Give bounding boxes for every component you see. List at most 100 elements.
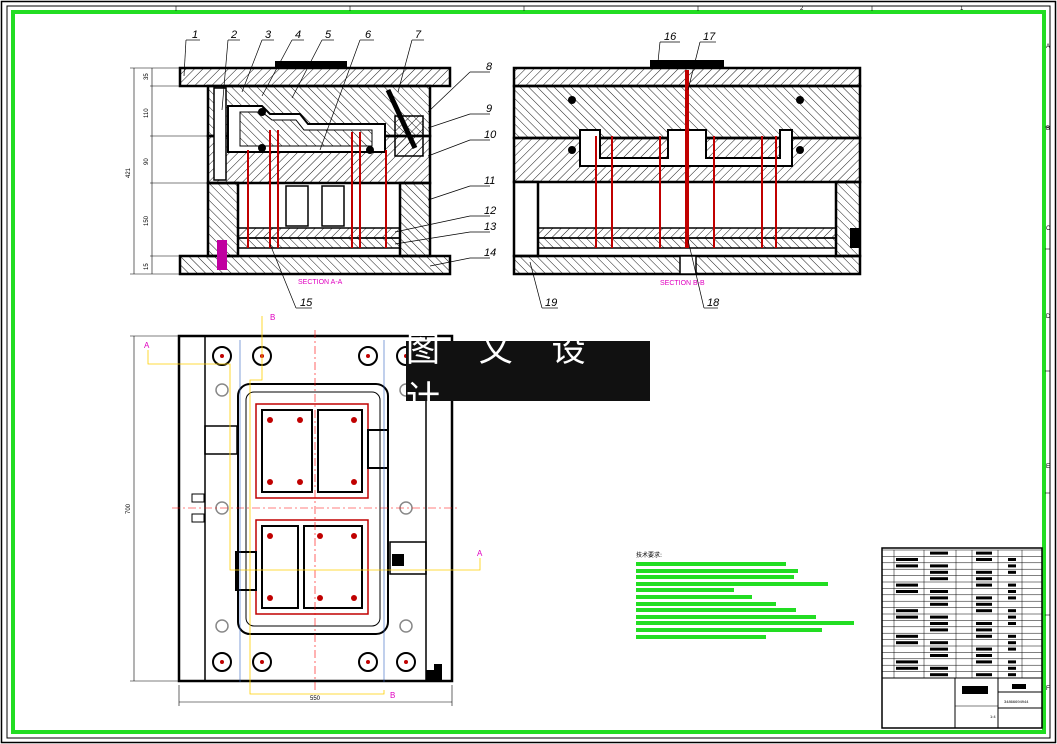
bom-cell xyxy=(930,647,948,651)
bom-cell xyxy=(930,602,948,606)
callout-16: 16 xyxy=(664,31,677,43)
section-marker-b-top: B xyxy=(270,313,275,322)
note-line xyxy=(636,608,796,613)
callout-14: 14 xyxy=(484,247,496,259)
bom-cell xyxy=(896,564,918,568)
section-a-a-view xyxy=(178,61,452,276)
section-marker-b-bottom: B xyxy=(390,691,395,700)
bom-cell xyxy=(976,558,992,561)
bom-cell xyxy=(896,583,918,587)
note-line xyxy=(636,594,752,599)
bom-cell xyxy=(896,615,918,619)
zone-frame xyxy=(6,5,1051,739)
dim-15: 15 xyxy=(144,263,150,270)
callout-leaders-a xyxy=(183,39,490,309)
zone-ticks xyxy=(175,6,1050,616)
green-frame xyxy=(11,10,1046,734)
callout-2: 2 xyxy=(230,29,237,41)
bom-cell xyxy=(976,602,992,606)
bom-cell xyxy=(976,583,992,587)
bom-cell xyxy=(976,660,992,664)
bom-cell xyxy=(1008,583,1016,587)
scale-value: 1:4 xyxy=(990,714,996,719)
callout-6: 6 xyxy=(365,29,372,41)
bom-cell xyxy=(976,551,992,555)
note-line xyxy=(636,627,822,632)
bom-cell xyxy=(930,590,948,593)
bom-cell xyxy=(896,641,918,645)
zone-number-2: 2 xyxy=(800,6,804,12)
bom-cell xyxy=(930,564,948,568)
bom-cell xyxy=(976,654,992,657)
bom-cell xyxy=(896,590,918,593)
bom-cell xyxy=(976,647,992,651)
callout-5: 5 xyxy=(325,29,332,41)
bom-cell xyxy=(1008,590,1016,593)
section-b-b-view xyxy=(512,60,862,276)
callout-11: 11 xyxy=(484,175,495,187)
bom-cell xyxy=(1008,647,1016,651)
zone-letter-d: D xyxy=(1046,314,1051,320)
section-marker-a-top: A xyxy=(144,341,150,350)
section-marker-a-right: A xyxy=(477,549,483,558)
notes-title: 技术要求: xyxy=(636,552,663,559)
bom-cell xyxy=(1008,564,1016,568)
bom-cell xyxy=(930,596,948,600)
bom-cell xyxy=(896,666,918,670)
dim-150: 150 xyxy=(144,215,150,226)
callout-3: 3 xyxy=(265,29,272,41)
bom-cell xyxy=(976,622,992,625)
technical-requirements: 技术要求: xyxy=(636,550,866,641)
zone-letter-e: E xyxy=(1046,464,1050,470)
bom-cell xyxy=(976,570,992,574)
dimension-lines-a xyxy=(130,67,208,275)
callout-9: 9 xyxy=(486,103,492,115)
dim-421: 421 xyxy=(126,167,132,178)
bom-cell xyxy=(1008,615,1016,619)
bom-cell xyxy=(930,551,948,555)
bom-cell xyxy=(1008,660,1016,664)
note-line xyxy=(636,614,816,619)
dim-550: 550 xyxy=(310,696,321,702)
zone-number-1: 1 xyxy=(960,6,964,12)
dim-90: 90 xyxy=(144,158,150,165)
bom-cell xyxy=(1008,558,1016,561)
callout-13: 13 xyxy=(484,221,497,233)
bom-table xyxy=(881,549,1043,679)
dim-110: 110 xyxy=(144,108,150,118)
plan-view xyxy=(147,316,481,695)
zone-letter-c: C xyxy=(1046,226,1051,232)
note-line xyxy=(636,601,776,606)
dim-35: 35 xyxy=(144,73,150,80)
bom-cell xyxy=(1008,634,1016,638)
callout-7: 7 xyxy=(415,29,422,41)
bom-cell xyxy=(976,628,992,632)
note-line xyxy=(636,562,786,566)
bom-cell xyxy=(976,596,992,600)
note-line xyxy=(636,634,766,639)
zone-letter-f: F xyxy=(1046,686,1050,692)
section-b-b-label: SECTION B-B xyxy=(660,280,705,287)
zone-letter-a: A xyxy=(1046,44,1050,50)
note-line xyxy=(636,581,828,586)
dim-700: 700 xyxy=(126,503,132,514)
bom-cell xyxy=(896,660,918,664)
bom-cell xyxy=(896,558,918,561)
callout-12: 12 xyxy=(484,205,496,217)
bom-cell xyxy=(930,570,948,574)
bom-cell xyxy=(1008,673,1016,677)
callout-17: 17 xyxy=(703,31,716,43)
bom-cell xyxy=(930,615,948,619)
bom-cell xyxy=(930,628,948,632)
callout-18: 18 xyxy=(707,297,720,309)
bom-cell xyxy=(976,577,992,581)
zone-letter-b: B xyxy=(1046,126,1050,132)
bom-cell xyxy=(1008,570,1016,574)
bom-cell xyxy=(976,673,992,677)
drawing-number: 34866694944 xyxy=(1004,699,1029,704)
callout-15: 15 xyxy=(300,297,313,309)
bom-cell xyxy=(1008,666,1016,670)
bom-cell xyxy=(930,641,948,645)
bom-cell xyxy=(1008,609,1016,613)
